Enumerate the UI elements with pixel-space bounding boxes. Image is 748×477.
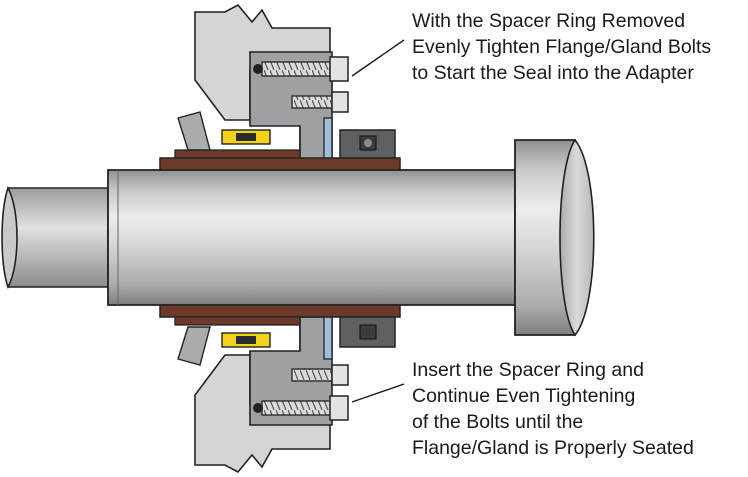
note-bottom-line: Flange/Gland is Properly Seated: [412, 437, 694, 459]
flange-bolt-bottom-1: [253, 395, 349, 421]
note-top-line: Evenly Tighten Flange/Gland Bolts: [412, 36, 712, 58]
leader-line-bottom: [351, 383, 405, 403]
leader-line-top: [351, 39, 405, 77]
shaft-left-stub: [7, 187, 109, 288]
note-bottom-line: Continue Even Tightening: [412, 385, 636, 407]
note-bottom-line: Insert the Spacer Ring and: [412, 359, 644, 381]
shaft-main-body: [107, 169, 516, 306]
shaft: [1, 138, 595, 337]
note-bottom-line: of the Bolts until the: [412, 411, 584, 433]
flange-bolt-top-2: [291, 91, 349, 113]
instruction-note-top: With the Spacer Ring Removed Evenly Tigh…: [412, 8, 711, 86]
seal-face-top: [177, 111, 211, 151]
seal-top-half: [159, 3, 401, 171]
flange-bolt-bottom-2: [291, 364, 349, 386]
spacer-ring-top: [323, 117, 333, 161]
seal-bottom-half: [159, 304, 401, 474]
shaft-left-end-face: [1, 186, 18, 289]
shaft-right-end-face: [559, 138, 595, 337]
instruction-note-bottom: Insert the Spacer Ring and Continue Even…: [412, 357, 694, 461]
note-top-line: With the Spacer Ring Removed: [412, 10, 686, 32]
sleeve-bottom: [159, 304, 401, 318]
note-top-line: to Start the Seal into the Adapter: [412, 62, 694, 84]
flange-bolt-top-1: [253, 56, 349, 82]
spacer-ring-bottom: [323, 316, 333, 360]
sleeve-top: [159, 157, 401, 171]
seal-face-bottom: [177, 326, 211, 366]
